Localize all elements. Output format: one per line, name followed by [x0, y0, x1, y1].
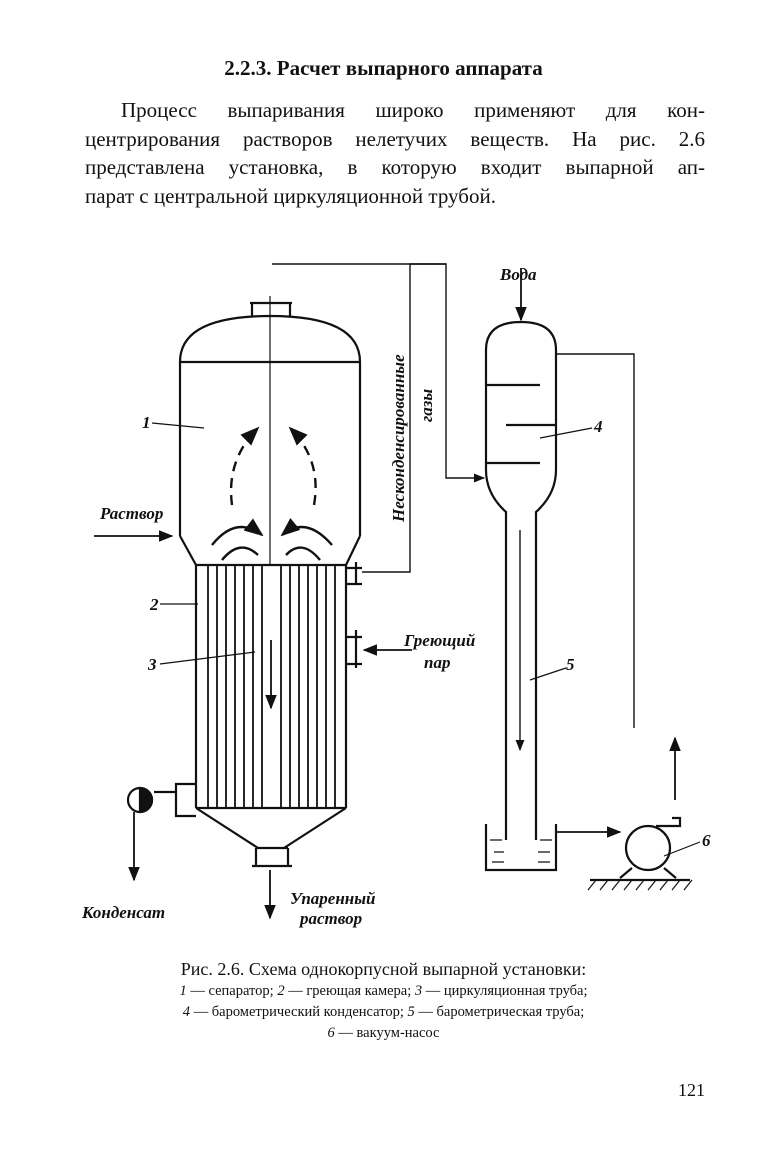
steam-label-1: Греющий	[403, 631, 475, 650]
condensate-outlet	[126, 782, 196, 882]
legend-text: — вакуум-насос	[334, 1025, 440, 1041]
legend-text: — греющая камера;	[284, 983, 415, 999]
evaporated-label-1: Упаренный	[290, 889, 375, 908]
number-5: 5	[566, 655, 575, 674]
section-heading: 2.2.3. Расчет выпарного аппарата	[224, 56, 543, 80]
evaporator-diagram: Вода Раствор Греющий пар Конденсат Упаре…	[81, 263, 711, 928]
paragraph-line: центрирования растворов нелетучих вещест…	[85, 126, 705, 151]
heating-tubes	[207, 565, 336, 808]
caption-legend-line-1: 1 — сепаратор; 2 — греющая камера; 3 — ц…	[0, 981, 767, 1002]
legend-num: 3	[414, 983, 423, 999]
number-3: 3	[147, 655, 157, 674]
side-nozzles	[346, 562, 362, 668]
caption-legend-line-3: 6 — вакуум-насос	[0, 1023, 767, 1044]
caption-title: Рис. 2.6. Схема однокорпусной выпарной у…	[180, 959, 587, 979]
condensate-label: Конденсат	[81, 903, 165, 922]
number-4: 4	[593, 417, 603, 436]
circulation-flow	[211, 426, 333, 561]
page-number: 121	[678, 1080, 705, 1100]
paragraph-line: Процесс выпаривания широко применяют для…	[121, 98, 705, 122]
number-2: 2	[149, 595, 159, 614]
water-tank	[484, 824, 558, 872]
figure-caption: Рис. 2.6. Схема однокорпусной выпарной у…	[0, 957, 767, 1044]
legend-num: 1	[179, 983, 187, 999]
legend-text: — сепаратор;	[186, 983, 278, 999]
solution-label: Раствор	[99, 504, 163, 523]
paragraph-line: представлена установка, в которую входит…	[85, 155, 705, 179]
steam-label-2: пар	[424, 653, 450, 672]
evaporated-label-2: раствор	[298, 909, 362, 928]
gases-label-1: Несконденсированные	[389, 354, 408, 523]
legend-num: 5	[407, 1004, 415, 1020]
number-1: 1	[142, 413, 151, 432]
intro-paragraph: Процесс выпаривания широко применяют для…	[85, 96, 705, 210]
paragraph-line: парат с центральной циркуляционной трубо…	[85, 183, 496, 208]
legend-text: — барометрическая труба;	[414, 1004, 585, 1020]
caption-legend-line-2: 4 — барометрический конденсатор; 5 — бар…	[0, 1002, 767, 1023]
legend-text: — барометрический конденсатор;	[190, 1004, 408, 1020]
legend-text: — циркуляционная труба;	[422, 983, 588, 999]
legend-num: 6	[327, 1025, 335, 1041]
gases-label-2: газы	[417, 389, 436, 422]
leader-lines	[151, 422, 701, 857]
number-6: 6	[702, 831, 711, 850]
vacuum-pump	[556, 736, 693, 891]
legend-num: 4	[182, 1004, 190, 1020]
legend-num: 2	[277, 983, 285, 999]
water-label: Вода	[499, 265, 537, 284]
barometric-condenser	[484, 268, 635, 840]
